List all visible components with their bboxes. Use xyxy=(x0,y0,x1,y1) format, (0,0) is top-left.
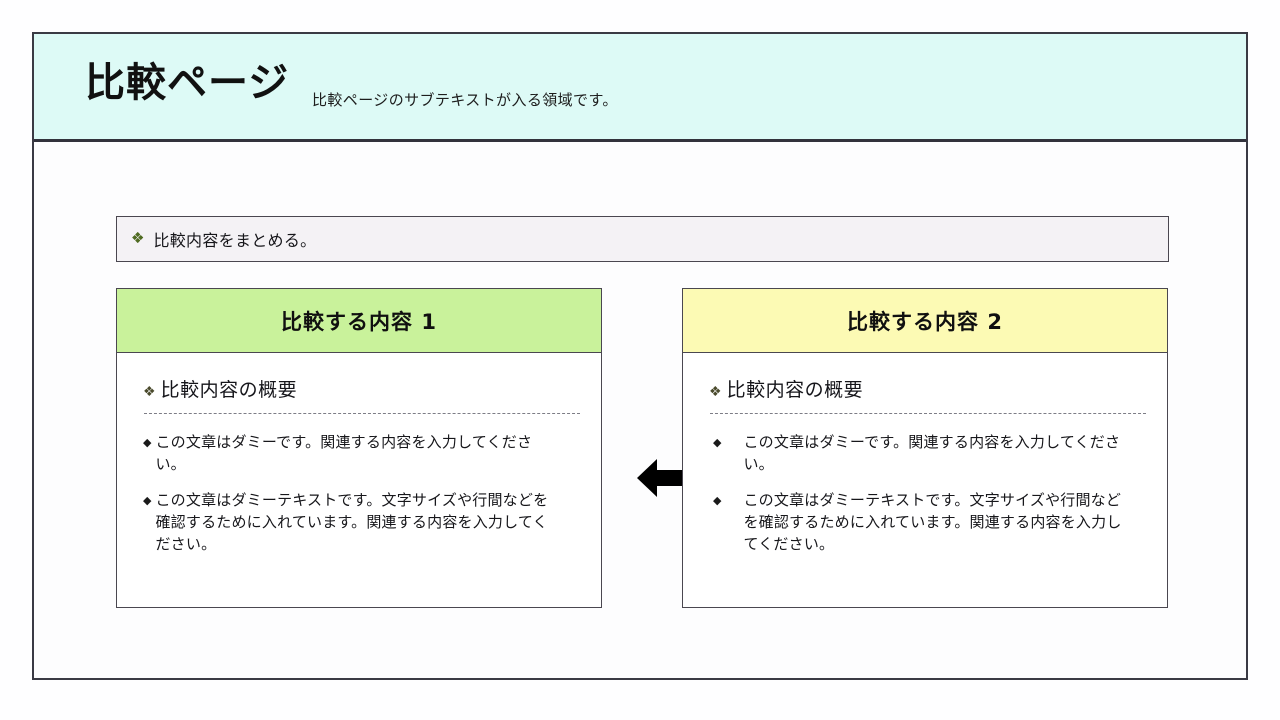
comparison-card-1-header: 比較する内容 1 xyxy=(117,289,601,353)
list-item: ◆ この文章はダミーテキストです。文字サイズや行間などを確認するために入れていま… xyxy=(707,490,1143,556)
comparison-card-2-header: 比較する内容 2 xyxy=(683,289,1167,353)
comparison-card-2-title: 比較する内容 2 xyxy=(847,309,1003,334)
comparison-card-1-subheading-label: 比較内容の概要 xyxy=(160,380,298,401)
bullet-marker-icon: ◆ xyxy=(713,437,722,449)
comparison-card-2-subheading-label: 比較内容の概要 xyxy=(726,380,864,401)
list-item-text: この文章はダミーテキストです。文字サイズや行間などを確認するために入れています。… xyxy=(155,493,549,553)
bullet-marker-icon: ◆ xyxy=(143,437,152,449)
slide-header-band: 比較ページ 比較ページのサブテキストが入る領域です。 xyxy=(34,34,1246,142)
comparison-card-1[interactable]: 比較する内容 1 ❖ 比較内容の概要 ◆ この文章はダミーです。関連する内容を入… xyxy=(116,288,602,608)
comparison-card-2-divider xyxy=(710,413,1146,414)
comparison-card-1-title: 比較する内容 1 xyxy=(281,309,437,334)
bullet-marker-icon: ◆ xyxy=(143,495,152,507)
diamond-bullet-icon: ❖ xyxy=(143,385,156,400)
list-item-text: この文章はダミーです。関連する内容を入力してください。 xyxy=(743,435,1121,473)
slide-frame: 比較ページ 比較ページのサブテキストが入る領域です。 ❖ 比較内容をまとめる。 … xyxy=(32,32,1248,680)
list-item: ◆ この文章はダミーテキストです。文字サイズや行間などを確認するために入れていま… xyxy=(141,490,577,556)
comparison-card-1-body: ❖ 比較内容の概要 ◆ この文章はダミーです。関連する内容を入力してください。 … xyxy=(117,353,601,556)
comparison-card-2-body: ❖ 比較内容の概要 ◆ この文章はダミーです。関連する内容を入力してください。 … xyxy=(683,353,1167,556)
diamond-bullet-icon: ❖ xyxy=(131,230,145,247)
comparison-card-1-divider xyxy=(144,413,580,414)
comparison-card-2[interactable]: 比較する内容 2 ❖ 比較内容の概要 ◆ この文章はダミーです。関連する内容を入… xyxy=(682,288,1168,608)
summary-bar[interactable]: ❖ 比較内容をまとめる。 xyxy=(116,216,1169,262)
diamond-bullet-icon: ❖ xyxy=(709,385,722,400)
summary-text: 比較内容をまとめる。 xyxy=(153,233,317,250)
comparison-card-1-subheading: ❖ 比較内容の概要 xyxy=(143,375,577,402)
list-item-text: この文章はダミーテキストです。文字サイズや行間などを確認するために入れています。… xyxy=(743,493,1122,553)
list-item: ◆ この文章はダミーです。関連する内容を入力してください。 xyxy=(141,432,577,476)
page-subtitle: 比較ページのサブテキストが入る領域です。 xyxy=(312,93,618,109)
list-item: ◆ この文章はダミーです。関連する内容を入力してください。 xyxy=(707,432,1143,476)
comparison-card-2-bullet-list: ◆ この文章はダミーです。関連する内容を入力してください。 ◆ この文章はダミー… xyxy=(707,432,1143,556)
comparison-card-1-bullet-list: ◆ この文章はダミーです。関連する内容を入力してください。 ◆ この文章はダミー… xyxy=(141,432,577,556)
bullet-marker-icon: ◆ xyxy=(713,495,722,507)
list-item-text: この文章はダミーです。関連する内容を入力してください。 xyxy=(155,435,533,473)
comparison-card-2-subheading: ❖ 比較内容の概要 xyxy=(709,375,1143,402)
page-title: 比較ページ xyxy=(85,60,290,106)
